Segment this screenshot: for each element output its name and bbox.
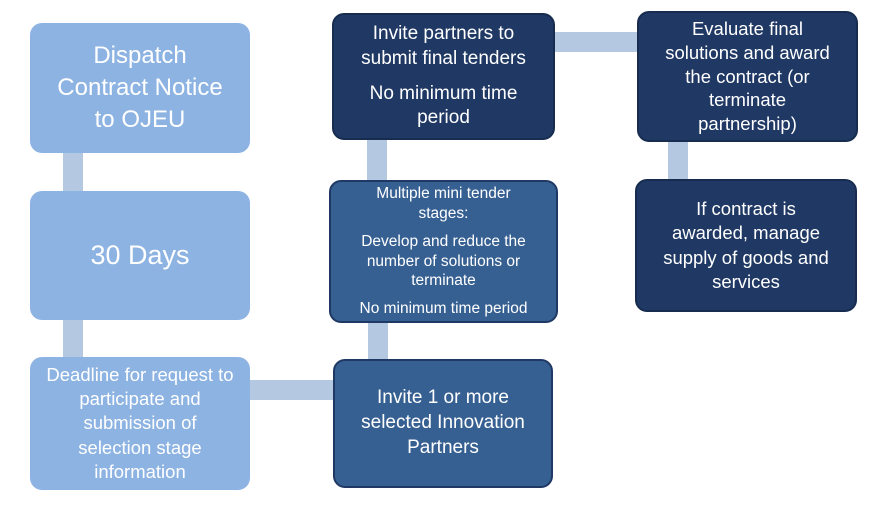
invite-partners-box: Invite 1 or more selected Innovation Par…	[333, 359, 553, 488]
evaluate-award-text: Evaluate final solutions and award the c…	[665, 18, 830, 134]
final-tenders-box: Invite partners to submit final tenders …	[332, 13, 555, 140]
invite-partners-text: Invite 1 or more selected Innovation Par…	[361, 387, 525, 458]
connector-mini-tender-to-final-tenders	[367, 137, 387, 183]
final-tenders-time-text: No minimum time period	[369, 83, 518, 129]
connector-dispatch-to-30days	[63, 150, 83, 194]
connector-deadline-to-invite-partners	[247, 380, 336, 400]
mini-tender-stages-box: Multiple mini tender stages: Develop and…	[329, 180, 558, 323]
final-tenders-text: Invite partners to submit final tenders	[361, 23, 526, 69]
thirty-days-box: 30 Days	[30, 191, 250, 320]
manage-supply-box: If contract is awarded, manage supply of…	[635, 179, 857, 312]
connector-evaluate-to-manage-supply	[668, 139, 688, 182]
connector-invite-partners-to-mini-tender	[368, 320, 388, 362]
connector-30days-to-deadline	[63, 317, 83, 360]
manage-supply-text: If contract is awarded, manage supply of…	[663, 198, 829, 292]
connector-final-tenders-to-evaluate	[550, 32, 640, 52]
mini-tender-time-text: No minimum time period	[359, 300, 528, 318]
dispatch-notice-box: Dispatch Contract Notice to OJEU	[30, 23, 250, 153]
deadline-text: Deadline for request to participate and …	[46, 364, 234, 482]
dispatch-notice-text: Dispatch Contract Notice to OJEU	[57, 42, 223, 133]
deadline-box: Deadline for request to participate and …	[30, 357, 250, 490]
mini-tender-heading-text: Multiple mini tender stages:	[376, 185, 511, 222]
mini-tender-develop-text: Develop and reduce the number of solutio…	[361, 232, 526, 290]
evaluate-award-box: Evaluate final solutions and award the c…	[637, 11, 858, 142]
thirty-days-text: 30 Days	[90, 240, 190, 270]
